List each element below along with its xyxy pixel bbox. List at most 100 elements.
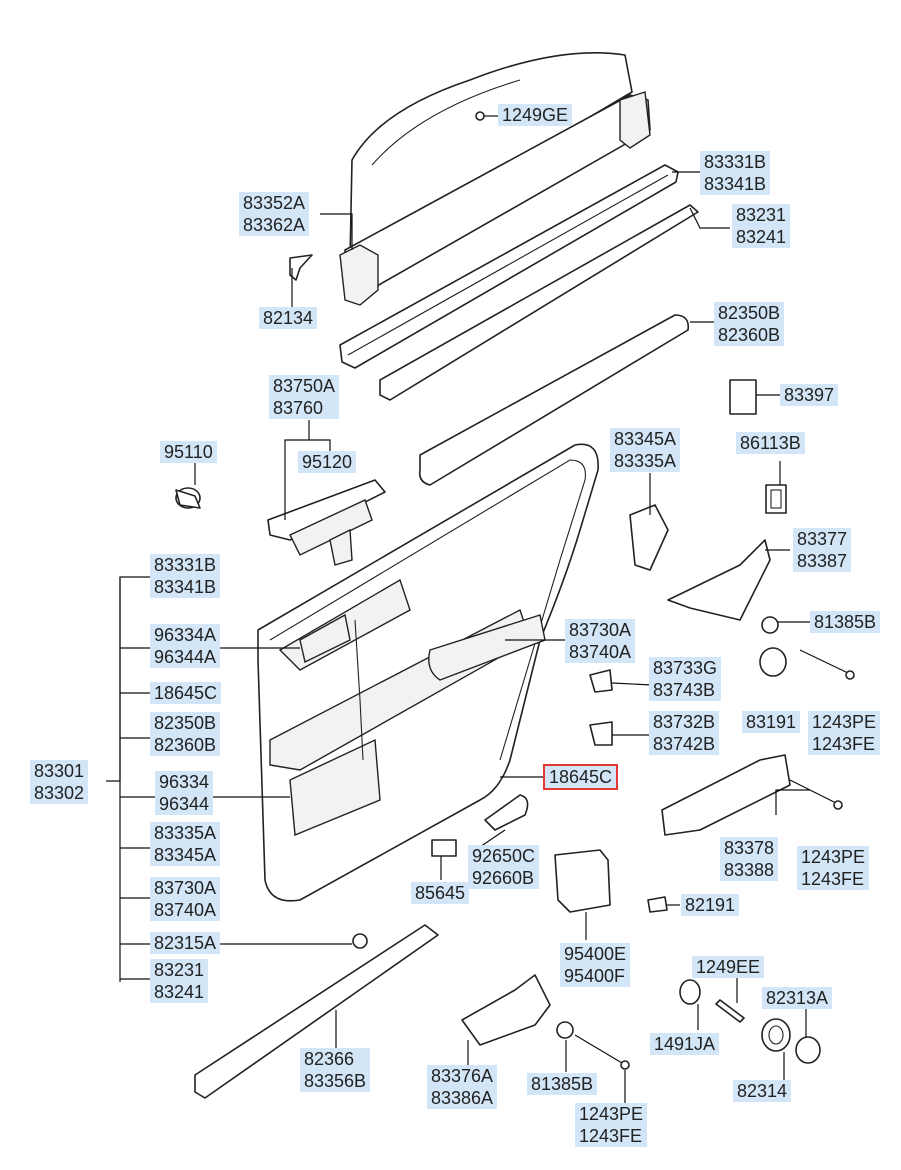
callout-text: 95400F [564, 966, 626, 986]
callout-text: 83341B [704, 174, 767, 194]
callout-82191[interactable]: 82191 [681, 894, 740, 916]
pad-86113b [765, 484, 787, 514]
callout-text: 82366 [304, 1049, 355, 1069]
callout-text: 83740A [569, 642, 632, 662]
callout-text: 83362A [243, 215, 306, 235]
tree-18645c[interactable]: 18645C [150, 682, 222, 704]
callout-text: 1249GE [502, 105, 569, 125]
callout-text: 96344 [159, 794, 210, 814]
knob-95110 [175, 487, 201, 509]
clip-82191 [647, 896, 668, 913]
callout-text: 83331B [154, 555, 217, 575]
garnish-strip [418, 314, 690, 486]
callout-text: 83743B [653, 680, 716, 700]
callout-text: 83345A [154, 845, 217, 865]
clip-83732b [589, 721, 613, 746]
clip-82134 [289, 254, 313, 281]
callout-81385b-bottom[interactable]: 81385B [527, 1073, 598, 1095]
callout-text: 18645C [154, 683, 218, 703]
callout-text: 82350B [154, 713, 217, 733]
callout-18645c-right-selected[interactable]: 18645C [542, 764, 619, 790]
callout-text: 83732B [653, 712, 716, 732]
callout-1249ee[interactable]: 1249EE [692, 956, 765, 978]
callout-text: 83377 [797, 529, 848, 549]
callout-text: 1243FE [812, 734, 876, 754]
callout-95110[interactable]: 95110 [160, 441, 217, 463]
bracket-83376a [461, 974, 551, 1046]
callout-83191[interactable]: 83191 [742, 711, 801, 733]
callout-text: 83760 [273, 398, 324, 418]
callout-text: 81385B [531, 1074, 594, 1094]
callout-text: 96334 [159, 772, 210, 792]
callout-95120[interactable]: 95120 [298, 451, 357, 473]
callout-text: 83241 [154, 982, 205, 1002]
clip-85645 [431, 839, 457, 857]
callout-1249ge[interactable]: 1249GE [498, 104, 573, 126]
bracket-83378 [661, 754, 791, 836]
module-95400e [554, 849, 611, 913]
callout-text: 83740A [154, 900, 217, 920]
callout-text: 1243FE [801, 869, 865, 889]
callout-text: 83341B [154, 577, 217, 597]
callout-82134[interactable]: 82134 [259, 307, 318, 329]
callout-text: 1243PE [579, 1104, 644, 1124]
callout-text: 1491JA [654, 1034, 716, 1054]
callout-1491ja[interactable]: 1491JA [650, 1033, 720, 1055]
callout-text: 83241 [736, 227, 787, 247]
callout-82313a[interactable]: 82313A [762, 987, 833, 1009]
callout-text: 82350B [718, 303, 781, 323]
screw-1243pe-r1 [799, 649, 855, 680]
callout-text: 95400E [564, 944, 627, 964]
tree-82315a[interactable]: 82315A [150, 932, 221, 954]
plug-83191 [759, 647, 787, 677]
callout-text: 83302 [34, 783, 85, 803]
callout-83397[interactable]: 83397 [780, 384, 839, 406]
callout-text: 83388 [724, 860, 775, 880]
screw-1243pe-b [574, 1034, 630, 1070]
clip-82315a [352, 933, 368, 949]
callout-text: 82314 [737, 1081, 788, 1101]
callout-text: 81385B [814, 612, 877, 632]
screw-1249ge [475, 111, 485, 121]
callout-text: 86113B [740, 433, 801, 453]
clip-83733g [589, 669, 613, 693]
callout-text: 83733G [653, 658, 718, 678]
callout-82314[interactable]: 82314 [733, 1080, 792, 1102]
callout-86113b[interactable]: 86113B [736, 432, 805, 454]
glass-channel-part [339, 91, 651, 306]
sill-molding-82366 [194, 924, 439, 1099]
callout-81385b-right[interactable]: 81385B [810, 611, 881, 633]
callout-text: 83376A [431, 1066, 494, 1086]
callout-text: 82360B [718, 325, 781, 345]
callout-85645[interactable]: 85645 [411, 882, 470, 904]
callout-text: 1249EE [696, 957, 761, 977]
callout-text: 83730A [569, 620, 632, 640]
